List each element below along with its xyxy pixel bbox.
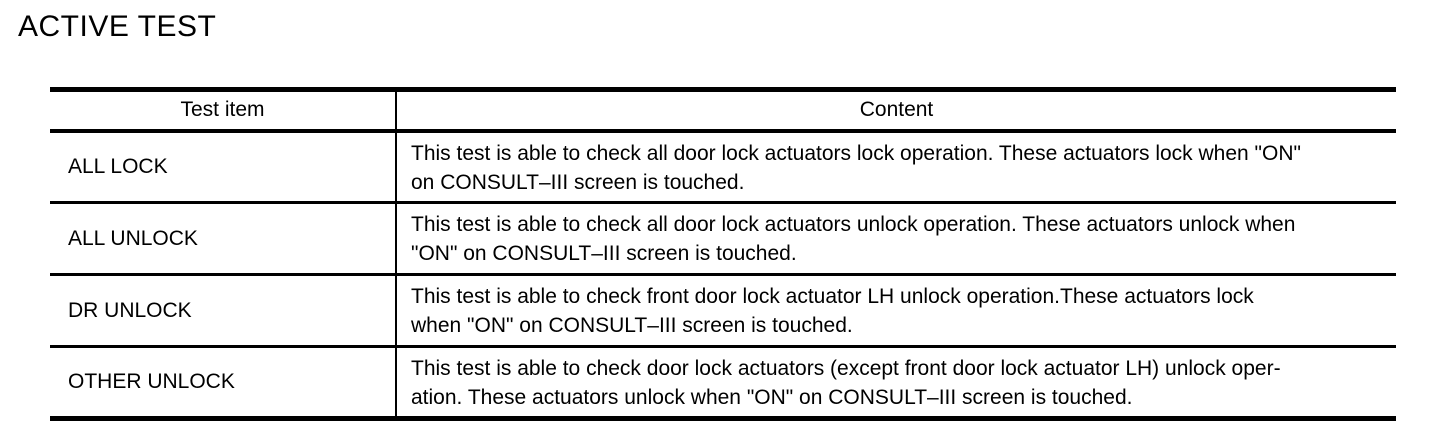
table-row: OTHER UNLOCK This test is able to check … [50,346,1396,419]
table-row: DR UNLOCK This test is able to check fro… [50,274,1396,347]
content-cell: This test is able to check door lock act… [396,347,1396,419]
active-test-table: Test item Content ALL LOCK This test is … [50,87,1396,421]
content-line: This test is able to check all door lock… [411,213,1296,236]
content-cell: This test is able to check all door lock… [396,131,1396,203]
content-line: This test is able to check all door lock… [411,141,1301,165]
table-row: ALL LOCK This test is able to check all … [50,130,1396,203]
test-item-cell: OTHER UNLOCK [50,346,397,419]
content-line: on CONSULT–III screen is touched. [411,170,745,194]
test-item-cell: DR UNLOCK [50,274,397,347]
content-line: when "ON" on CONSULT–III screen is touch… [411,314,853,337]
content-line: This test is able to check front door lo… [411,285,1254,308]
table-row: ALL UNLOCK This test is able to check al… [50,202,1396,275]
column-header-test-item: Test item [50,89,397,131]
content-cell: This test is able to check front door lo… [396,275,1396,347]
content-line: This test is able to check door lock act… [411,357,1281,380]
content-cell: This test is able to check all door lock… [396,203,1396,275]
test-item-cell: ALL LOCK [50,130,397,203]
page-title: ACTIVE TEST [18,10,217,43]
content-line: "ON" on CONSULT–III screen is touched. [411,242,797,265]
header-row: Test item Content [50,89,1396,131]
content-line: ation. These actuators unlock when "ON" … [411,386,1133,409]
column-header-content: Content [859,98,934,122]
test-item-cell: ALL UNLOCK [50,202,397,275]
